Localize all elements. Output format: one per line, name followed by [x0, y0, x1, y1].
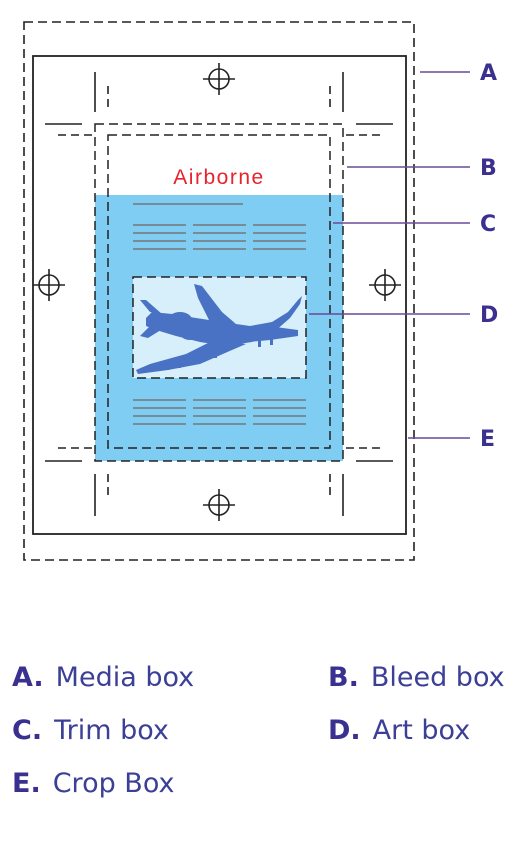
callout-label-d: D — [480, 303, 498, 328]
legend-item-trim-box: C. Trim box — [12, 715, 169, 747]
legend-text: Media box — [55, 662, 195, 693]
legend-letter: A. — [12, 662, 44, 693]
bleed-box — [94, 123, 344, 462]
pdf-page-boxes-diagram: Airborne — [23, 21, 498, 561]
legend-item-art-box: D. Art box — [328, 715, 470, 747]
registration-mark-icon — [33, 269, 65, 301]
body-text-lines-top — [133, 203, 306, 250]
media-box — [23, 21, 415, 561]
legend-text: Crop Box — [52, 768, 175, 799]
legend-item-bleed-box: B. Bleed box — [328, 662, 505, 694]
body-text-lines-bottom — [133, 399, 306, 425]
trim-box-outline — [107, 134, 331, 449]
airplane-icon — [136, 284, 302, 374]
callout-leaders — [309, 71, 470, 439]
registration-mark-icon — [203, 63, 235, 95]
crop-marks — [45, 72, 393, 516]
callout-label-b: B — [480, 156, 497, 181]
callout-label-c: C — [480, 212, 496, 237]
legend-letter: C. — [12, 715, 43, 746]
legend-letter: E. — [12, 768, 41, 799]
legend-letter: D. — [328, 715, 361, 746]
headline-text: Airborne — [173, 166, 264, 189]
legend-text: Bleed box — [370, 662, 505, 693]
legend-item-media-box: A. Media box — [12, 662, 194, 694]
legend-text: Trim box — [54, 715, 169, 746]
legend-text: Art box — [372, 715, 471, 746]
registration-mark-icon — [203, 489, 235, 521]
registration-mark-icon — [369, 269, 401, 301]
callout-label-a: A — [480, 61, 497, 86]
crop-box — [32, 55, 407, 535]
legend-item-crop-box: E. Crop Box — [12, 768, 175, 800]
legend-letter: B. — [328, 662, 359, 693]
callout-label-e: E — [480, 427, 495, 452]
